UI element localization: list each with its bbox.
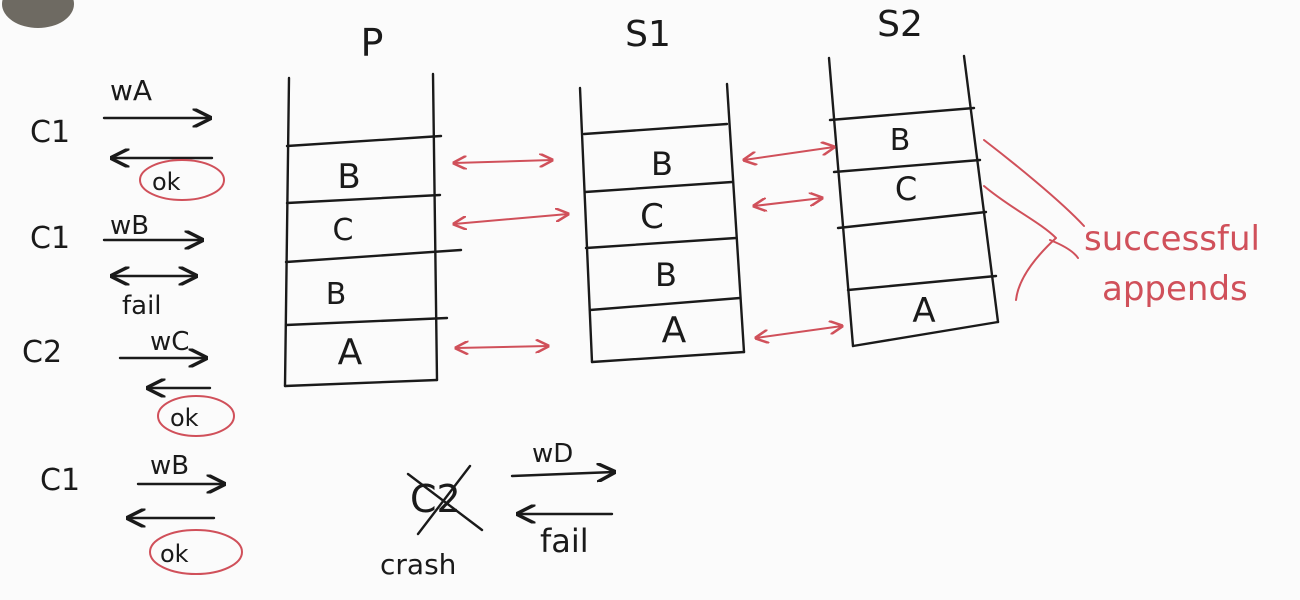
- ink-smudge-icon: [2, 0, 74, 28]
- column-p-divider: [285, 193, 442, 205]
- replication-arrow: [454, 214, 568, 224]
- replication-arrow: [744, 147, 834, 160]
- column-p-cell: A: [338, 332, 363, 373]
- column-s1-divider: [583, 180, 734, 194]
- replication-arrows: [454, 147, 842, 348]
- column-s2-divider: [828, 106, 976, 122]
- replication-arrow: [456, 346, 548, 348]
- replication-arrow: [454, 160, 552, 163]
- crash-client-label: C2: [410, 477, 461, 521]
- column-s2-bottom: [851, 320, 1000, 348]
- column-p: P B C B A: [283, 21, 463, 388]
- client-label: C1: [30, 115, 70, 150]
- column-s1-right-wall: [725, 82, 746, 354]
- brace-icon: [983, 139, 1085, 301]
- column-p-cell: C: [333, 213, 354, 248]
- column-s2-title: S2: [877, 4, 923, 45]
- column-s2-divider: [832, 158, 982, 174]
- annotation-line: successful: [1084, 219, 1260, 259]
- response-label: fail: [122, 291, 162, 321]
- column-p-cell: B: [326, 277, 347, 312]
- request-label: wA: [110, 74, 152, 107]
- column-p-divider: [284, 316, 449, 327]
- response-circle-icon: [157, 395, 235, 437]
- crash-status-label: crash: [380, 548, 456, 581]
- column-s1-divider: [588, 296, 742, 312]
- crash-response-label: fail: [540, 522, 589, 560]
- crash-op: C2 crash wD fail: [380, 439, 614, 581]
- column-s1-divider: [584, 236, 738, 250]
- successful-appends-annotation: successful appends: [983, 139, 1260, 309]
- column-p-right-wall: [431, 72, 439, 382]
- column-s2-divider: [836, 210, 988, 230]
- column-s2-cell: C: [895, 170, 917, 208]
- column-p-cell: B: [337, 157, 360, 197]
- column-s1-cell: B: [651, 145, 673, 183]
- column-s1-cell: C: [640, 197, 664, 237]
- column-s2-divider: [846, 274, 998, 292]
- request-label: wB: [110, 211, 149, 241]
- client-label: C1: [40, 463, 80, 498]
- response-label: ok: [152, 168, 181, 196]
- client-op: C1 wA ok: [30, 74, 225, 201]
- column-p-bottom: [283, 378, 439, 388]
- column-s1-cell: A: [662, 310, 687, 351]
- column-p-left-wall: [283, 76, 291, 388]
- column-s2-left-wall: [827, 56, 855, 348]
- crash-mark-icon: [406, 464, 484, 536]
- crash-request-label: wD: [532, 439, 573, 469]
- client-label: C1: [30, 221, 70, 256]
- request-label: wC: [150, 327, 189, 357]
- replication-arrow: [754, 198, 822, 206]
- column-p-divider: [285, 134, 443, 148]
- response-circle-icon: [139, 159, 225, 201]
- column-s1-cell: B: [655, 256, 677, 294]
- column-s2-right-wall: [962, 54, 1000, 324]
- annotation-line: appends: [1102, 269, 1248, 309]
- request-label: wB: [150, 451, 189, 481]
- client-op: C2 wC ok: [22, 327, 235, 437]
- column-s2-cell: A: [912, 291, 935, 331]
- client-op: C1 wB ok: [40, 451, 243, 575]
- client-label: C2: [22, 335, 62, 370]
- replication-arrow: [756, 326, 842, 338]
- column-s2: S2 B C A: [827, 4, 1000, 348]
- response-label: ok: [170, 404, 199, 432]
- response-circle-icon: [149, 529, 243, 575]
- client-op: C1 wB fail: [30, 211, 202, 321]
- column-s1-divider: [582, 122, 729, 136]
- column-p-divider: [284, 248, 463, 264]
- crash-request-arrow: [510, 472, 614, 476]
- column-s1-title: S1: [625, 14, 671, 55]
- column-s1-left-wall: [578, 86, 594, 364]
- column-s1: S1 B C B A: [578, 14, 746, 364]
- column-s1-bottom: [590, 350, 746, 364]
- response-label: ok: [160, 540, 189, 568]
- column-s2-cell: B: [890, 123, 911, 158]
- column-p-title: P: [361, 21, 384, 65]
